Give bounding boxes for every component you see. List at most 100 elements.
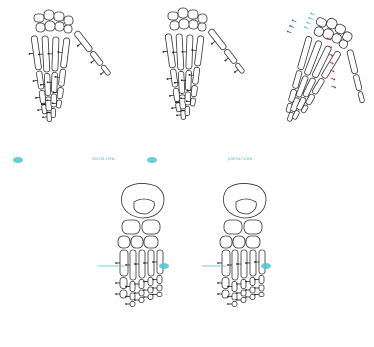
- phalanx-bone: [101, 64, 111, 75]
- thumb-ray: [204, 28, 246, 77]
- annotation-dot: [152, 261, 154, 263]
- hand-oblique-panel: [254, 4, 374, 147]
- metacarpal-bone: [74, 30, 94, 53]
- annotation-dot: [115, 293, 117, 295]
- annotation-dot: [115, 282, 117, 284]
- tarsal-bones: [220, 183, 266, 248]
- metatarsal-bone: [259, 250, 265, 274]
- thumb-ray: [347, 49, 366, 103]
- carpal-bone: [198, 23, 206, 31]
- annotation-dot: [227, 264, 229, 266]
- foot-dorsal-panel: [98, 183, 169, 306]
- annotation-dot: [254, 279, 256, 281]
- carpal-bone: [168, 12, 178, 20]
- annotation-dot: [134, 299, 136, 301]
- annotation-dot: [125, 286, 127, 288]
- phalanx-bone: [90, 50, 104, 66]
- phalanx-bone: [157, 293, 162, 297]
- annotation-dot: [332, 70, 334, 72]
- carpal-bone: [36, 23, 45, 32]
- phalanx-bone: [232, 302, 237, 307]
- annotation-dot: [287, 30, 289, 32]
- annotation-dot: [334, 86, 336, 88]
- cuneiform-bone: [118, 236, 130, 248]
- phalanx-bone: [157, 276, 162, 284]
- annotation-dot: [245, 262, 247, 264]
- hand-dorsal-panel: [13, 10, 112, 163]
- annotation-dot: [236, 263, 238, 265]
- metacarpal-bone: [194, 36, 204, 67]
- phalanx-bone: [130, 282, 135, 292]
- metacarpal-bone: [186, 35, 193, 69]
- annotation-dot: [227, 286, 229, 288]
- foot-plantar-panel: [202, 183, 271, 306]
- phalanx-bone: [192, 67, 200, 85]
- phalanx-bone: [358, 91, 365, 103]
- annotation-dot: [304, 26, 306, 28]
- annotation-dot: [42, 116, 44, 118]
- annotation-dot: [227, 296, 229, 298]
- cuboid-bone: [142, 220, 160, 234]
- phalanx-bone: [259, 285, 264, 291]
- phalanx-bone: [58, 69, 66, 87]
- annotation-dot: [245, 281, 247, 283]
- phalanx-bone: [353, 74, 362, 91]
- metatarsal-bone: [222, 250, 230, 276]
- carpal-bone: [55, 22, 64, 31]
- annotation-dot: [236, 299, 238, 301]
- phalanx-bone: [232, 293, 237, 300]
- carpal-bone: [179, 19, 189, 29]
- phalanx-bone: [51, 94, 57, 107]
- phalanx-bone: [56, 100, 61, 108]
- phalanx-bone: [51, 72, 57, 92]
- carpal-bone: [64, 16, 73, 25]
- phalanx-bone: [51, 108, 56, 117]
- metatarsal-bone: [130, 250, 136, 280]
- phalanx-bone: [250, 278, 255, 286]
- tarsal-bones: [118, 183, 164, 248]
- phalanx-bone: [130, 293, 135, 300]
- annotation-dot: [166, 78, 168, 80]
- metatarsal-bone: [120, 250, 128, 276]
- annotation-dot: [291, 19, 293, 21]
- phalanx-bone: [224, 48, 238, 64]
- annotation-dot: [245, 296, 247, 298]
- metatarsal-bone: [157, 250, 163, 274]
- hand-dorsal-marker: [13, 157, 23, 163]
- phalanx-bone: [139, 298, 144, 303]
- metatarsal-bone: [232, 250, 238, 280]
- annotation-dot: [333, 78, 335, 80]
- annotation-dot: [245, 289, 247, 291]
- phalanx-bone: [232, 282, 237, 292]
- phalanx-bone: [259, 293, 264, 297]
- cuboid-bone: [244, 220, 262, 234]
- carpal-bone: [54, 12, 64, 21]
- toe-ray: [115, 250, 128, 298]
- metacarpal-bone: [60, 38, 70, 69]
- carpal-bone: [64, 25, 72, 33]
- annotation-dot: [227, 303, 229, 305]
- cuneiform-bone: [131, 236, 143, 248]
- metacarpal-bone: [52, 37, 59, 71]
- carpal-bone: [189, 20, 198, 29]
- foot-plantar-marker: [261, 263, 271, 269]
- phalanx-bone: [130, 302, 135, 307]
- annotation-dot: [134, 292, 136, 294]
- metatarsal-bone: [148, 250, 154, 276]
- annotation-dot: [217, 282, 219, 284]
- toe-ray: [217, 250, 230, 298]
- foot-dorsal-marker: [159, 263, 169, 269]
- annotation-dot: [308, 17, 310, 19]
- annotation-dot: [134, 283, 136, 285]
- cuneiform-bone: [144, 236, 158, 248]
- annotation-dot: [115, 262, 117, 264]
- cuneiform-bone: [246, 236, 260, 248]
- cuneiform-bone: [220, 236, 232, 248]
- navicular-bone: [122, 220, 140, 234]
- phalanx-bone: [185, 106, 190, 115]
- phalanx-bone: [235, 62, 245, 73]
- annotation-dot: [217, 293, 219, 295]
- phalanx-bone: [57, 87, 64, 99]
- phalanx-bone: [185, 92, 191, 105]
